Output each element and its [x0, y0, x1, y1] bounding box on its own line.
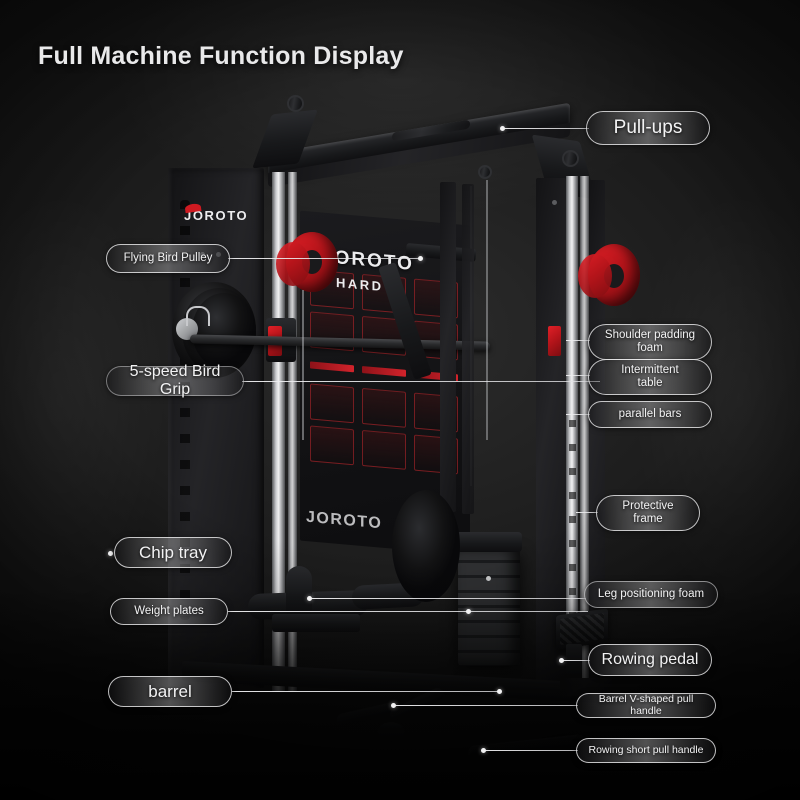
leader-line-5-speed-bird-grip — [242, 381, 600, 383]
leader-dot-flying-bird-pulley — [418, 256, 423, 261]
bolt-hardware-3 — [552, 200, 557, 205]
leader-line-barrel — [232, 691, 500, 693]
annotation-leg-positioning-foam[interactable]: Leg positioning foam — [584, 581, 718, 608]
leader-line-rowing-short-handle — [484, 750, 578, 752]
annotation-intermittent-table-label-line1: Intermittent — [621, 363, 679, 376]
annotation-rowing-pedal-label: Rowing pedal — [601, 650, 699, 668]
annotation-rowing-short-pull-handle-label: Rowing short pull handle — [588, 743, 704, 756]
pulley-wheel-mid — [478, 165, 492, 179]
leader-dot-chip-tray — [108, 551, 113, 556]
short-pull-handle-bar — [467, 733, 587, 762]
weight-stack-selector-pin — [486, 576, 491, 581]
annotation-shoulder-padding-foam[interactable]: Shoulder padding foam — [588, 324, 712, 360]
poster-red-bar-2 — [362, 365, 406, 377]
red-accent-right-rail — [548, 326, 561, 356]
leader-dot-rowing-short-handle — [481, 748, 486, 753]
annotation-protective-frame-label-line2: frame — [633, 513, 663, 525]
black-plate-3 — [192, 293, 256, 369]
leader-line-barrel-v-handle — [394, 705, 578, 707]
weight-stack — [458, 548, 520, 666]
red-plate-left-inner — [276, 242, 310, 286]
leader-line-weight-plates — [228, 611, 588, 613]
annotation-shoulder-padding-foam-label-line2: foam — [637, 342, 663, 354]
leader-line-protective-frame — [576, 512, 598, 514]
annotation-pull-ups-label: Pull-ups — [613, 117, 683, 139]
annotation-5-speed-bird-grip[interactable]: 5-speed Bird Grip — [106, 362, 244, 398]
annotation-leg-positioning-foam-label: Leg positioning foam — [597, 587, 705, 600]
leader-dot-barrel-v-handle — [391, 703, 396, 708]
annotation-shoulder-padding-foam-label-line1: Shoulder padding — [604, 328, 696, 341]
leader-line-parallel-bars — [566, 414, 590, 416]
cable-right-vertical — [486, 180, 488, 440]
poster-exercise-cell-8 — [362, 387, 406, 428]
poster-exercise-cell-11 — [362, 429, 406, 470]
annotation-5-speed-bird-grip-label: 5-speed Bird Grip — [129, 362, 221, 398]
annotation-intermittent-table[interactable]: Intermittent table — [588, 359, 712, 395]
annotation-protective-frame-label-line1: Protective — [622, 499, 674, 512]
pulley-wheel-top-right — [562, 150, 579, 167]
annotation-parallel-bars-label: parallel bars — [618, 407, 682, 420]
annotation-rowing-pedal[interactable]: Rowing pedal — [588, 644, 712, 676]
chip-tray-shelf — [272, 614, 360, 632]
v-handle-center-joint — [378, 722, 404, 742]
red-plate-right-inner — [578, 254, 612, 298]
lower-plate-stack — [392, 490, 460, 602]
annotation-barrel[interactable]: barrel — [108, 676, 232, 707]
cable-left-vertical — [302, 290, 304, 440]
annotation-chip-tray-label: Chip tray — [138, 542, 208, 562]
weight-stack-top-cap — [456, 532, 522, 552]
annotation-protective-frame[interactable]: Protective frame — [596, 495, 700, 531]
annotation-flying-bird-pulley-label: Flying Bird Pulley — [123, 251, 213, 264]
center-rear-post-2 — [462, 184, 474, 514]
annotation-pull-ups[interactable]: Pull-ups — [586, 111, 710, 145]
annotation-weight-plates[interactable]: Weight plates — [110, 598, 228, 625]
annotation-parallel-bars[interactable]: parallel bars — [588, 401, 712, 428]
leader-dot-rowing-pedal — [559, 658, 564, 663]
poster-exercise-cell-7 — [310, 383, 354, 424]
leader-line-flying-bird-pulley — [228, 258, 420, 260]
annotation-barrel-v-shaped-pull-handle[interactable]: Barrel V-shaped pull handle — [576, 693, 716, 718]
annotation-flying-bird-pulley[interactable]: Flying Bird Pulley — [106, 244, 230, 273]
pulley-wheel-top-left — [287, 95, 304, 112]
annotation-weight-plates-label: Weight plates — [134, 604, 204, 617]
annotation-barrel-label: barrel — [148, 681, 192, 701]
page-title: Full Machine Function Display — [38, 42, 404, 70]
plate-spring-clip-icon — [186, 306, 210, 326]
right-tower-column — [536, 178, 566, 686]
leader-line-rowing-pedal — [562, 660, 590, 662]
annotation-chip-tray[interactable]: Chip tray — [114, 537, 232, 568]
leader-dot-barrel — [497, 689, 502, 694]
poster-exercise-cell-10 — [310, 425, 354, 466]
annotation-rowing-short-pull-handle[interactable]: Rowing short pull handle — [576, 738, 716, 763]
leader-line-shoulder-padding-foam — [566, 340, 590, 342]
annotation-intermittent-table-label-line2: table — [637, 377, 663, 389]
leader-dot-weight-plates — [466, 609, 471, 614]
leader-line-intermittent-table — [566, 375, 590, 377]
poster-red-bar-1 — [310, 361, 354, 373]
leader-line-leg-positioning-foam — [310, 598, 586, 600]
leader-dot-pull-ups — [500, 126, 505, 131]
leader-line-pull-ups — [503, 128, 589, 130]
annotation-barrel-v-shaped-pull-handle-label: Barrel V-shaped pull handle — [598, 692, 694, 717]
center-rear-post — [440, 182, 456, 512]
leader-dot-leg-positioning-foam — [307, 596, 312, 601]
